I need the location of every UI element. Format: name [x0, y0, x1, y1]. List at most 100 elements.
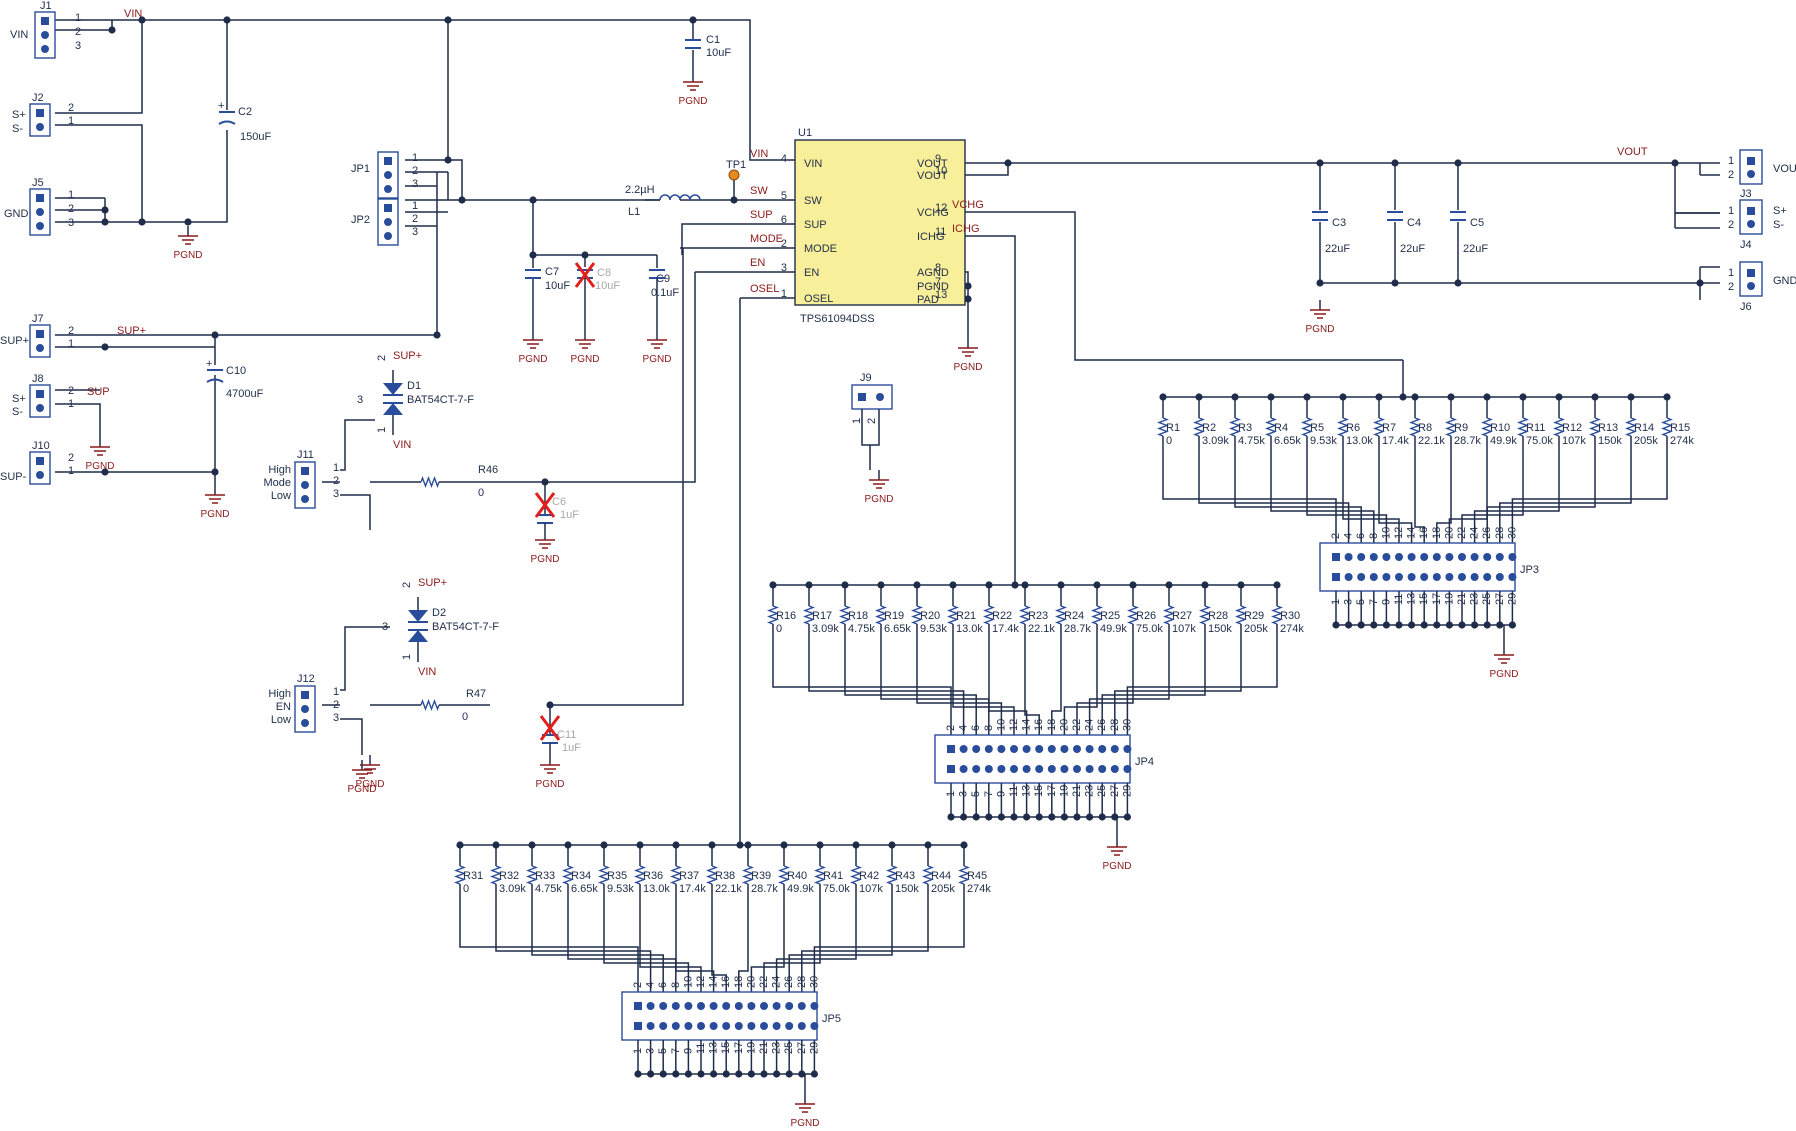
- connector-label: S+: [1773, 205, 1787, 217]
- array-route: [567, 905, 677, 992]
- ground-symbol: [540, 764, 560, 774]
- connector-ref: J8: [32, 373, 44, 385]
- diode-pin-number: 2: [401, 582, 413, 588]
- connector-body: [29, 451, 51, 485]
- pin-round: [1508, 573, 1517, 581]
- array-resistor-value: 75.0k: [823, 883, 850, 895]
- cap-value: 22uF: [1463, 243, 1488, 255]
- ic-net-label: SW: [750, 185, 768, 197]
- pin-round: [1060, 765, 1069, 773]
- pin-round: [734, 1002, 743, 1010]
- array-resistor-ref: R19: [884, 610, 904, 622]
- array-resistor-ref: R8: [1418, 422, 1432, 434]
- pin-round: [41, 31, 49, 39]
- header-pin-number: 22: [758, 976, 770, 988]
- wire: [1674, 162, 1720, 284]
- ground-label: PGND: [865, 494, 894, 505]
- array-route: [916, 645, 1003, 735]
- pin-round: [772, 1002, 781, 1010]
- header-ref: JP3: [1520, 564, 1539, 576]
- pin-round: [810, 1002, 819, 1010]
- header-body: [1319, 542, 1516, 592]
- array-route: [711, 905, 727, 992]
- connector-ref: J11: [297, 449, 314, 461]
- array-route: [1076, 645, 1134, 735]
- connector-ref: JP2: [351, 214, 370, 226]
- ic-ref: U1: [798, 127, 812, 139]
- array-route: [1448, 457, 1488, 543]
- header-pin-number: 20: [745, 976, 757, 988]
- diode-part: BAT54CT-7-F: [407, 394, 474, 406]
- ground-symbol: [795, 1103, 815, 1113]
- connector-ref: J9: [860, 372, 872, 384]
- pin-round: [797, 1022, 806, 1030]
- pin-round: [760, 1022, 768, 1030]
- array-resistor-ref: R15: [1670, 422, 1690, 434]
- pin-number: 2: [333, 475, 339, 487]
- pin-number: 2: [412, 165, 418, 177]
- capacitor-symbol: [685, 39, 701, 49]
- pin-round: [997, 745, 1006, 753]
- cap-ref: C5: [1470, 217, 1484, 229]
- header-body: [934, 734, 1131, 784]
- pin-round: [1508, 553, 1517, 561]
- junction-dot: [529, 196, 537, 204]
- pin-round: [684, 1002, 693, 1010]
- pin-number: 1: [333, 462, 339, 474]
- ground-symbol: [360, 764, 380, 774]
- junction-dot: [138, 16, 146, 24]
- pin-number: 3: [68, 217, 74, 229]
- pin-round: [36, 344, 44, 352]
- resistor-zigzag: [1409, 417, 1421, 437]
- pin-round: [1747, 220, 1755, 228]
- array-route: [1511, 457, 1668, 543]
- pin-round: [747, 1002, 756, 1010]
- array-route: [772, 645, 952, 735]
- junction-dot: [529, 251, 537, 259]
- pin-round: [959, 745, 968, 753]
- capacitor-symbol: [1387, 211, 1403, 221]
- diode-pin-number: 2: [376, 355, 388, 361]
- junction-dot: [101, 218, 109, 226]
- array-resistor-ref: R22: [992, 610, 1012, 622]
- ic-net-label: VCHG: [952, 199, 984, 211]
- array-resistor-ref: R32: [499, 870, 519, 882]
- connector-label: GND: [4, 208, 29, 220]
- array-resistor-value: 17.4k: [1382, 435, 1409, 447]
- pin-square: [634, 1002, 642, 1010]
- array-route: [1234, 457, 1362, 543]
- resistor-zigzag: [767, 605, 779, 625]
- pin-round: [301, 705, 309, 713]
- pin-round: [1369, 573, 1378, 581]
- resistor-zigzag: [911, 605, 923, 625]
- pin-square: [858, 393, 866, 401]
- connector-ref: J6: [1740, 301, 1752, 313]
- resistor-ref: R47: [466, 688, 486, 700]
- array-resistor-value: 49.9k: [1490, 435, 1517, 447]
- ground-symbol: [958, 347, 978, 357]
- ic-pin-name: PGND: [917, 281, 949, 293]
- pin-round: [1123, 745, 1132, 753]
- pin-number: 1: [68, 398, 74, 410]
- header-pin-number: 28: [1109, 719, 1121, 731]
- array-resistor-ref: R27: [1172, 610, 1192, 622]
- array-resistor-ref: R16: [776, 610, 796, 622]
- pin-round: [1357, 573, 1366, 581]
- header-pin-number: 22: [1456, 527, 1468, 539]
- ic-net-label: EN: [750, 257, 765, 269]
- array-resistor-ref: R41: [823, 870, 843, 882]
- pin-round: [1022, 765, 1031, 773]
- array-resistor-ref: R2: [1202, 422, 1216, 434]
- array-resistor-value: 9.53k: [607, 883, 634, 895]
- array-route: [952, 645, 1015, 735]
- pin-number: 3: [333, 712, 339, 724]
- ground-symbol: [1310, 309, 1330, 319]
- ground-label: PGND: [519, 354, 548, 365]
- pin-round: [1395, 573, 1403, 581]
- pin-round: [760, 1002, 768, 1010]
- header-pin-number: 30: [1506, 527, 1518, 539]
- ic-pin-number: 7: [935, 276, 941, 288]
- junction-dot: [458, 196, 466, 204]
- ic-pin-number: 1: [781, 288, 787, 300]
- pin-number: 2: [1728, 169, 1734, 181]
